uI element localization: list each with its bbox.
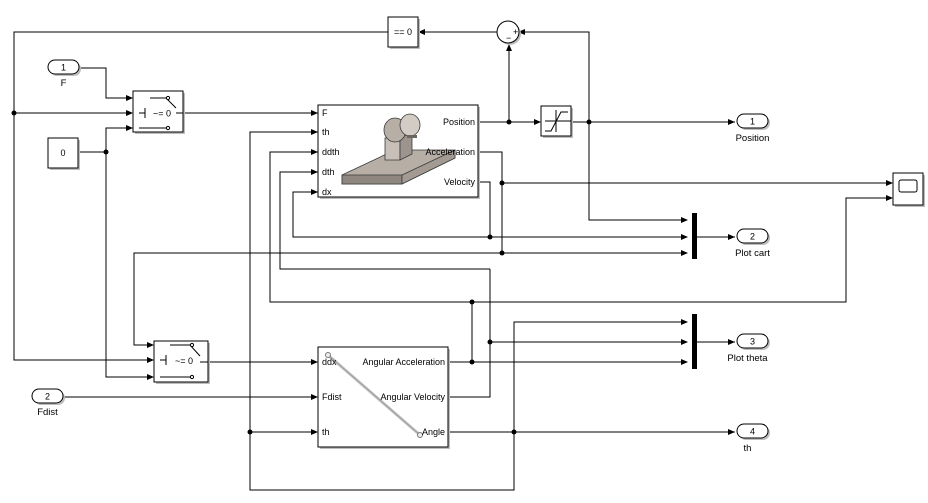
- arrowheads: [126, 29, 893, 435]
- pendulum-out-angle: Angle: [422, 427, 445, 437]
- switch-2-condition: ~= 0: [175, 356, 193, 366]
- inport-F[interactable]: 1 F: [47, 59, 81, 89]
- mux-theta[interactable]: [692, 314, 697, 369]
- inport-Fdist-number: 2: [45, 392, 50, 402]
- cart-out-acceleration: Acceleration: [425, 147, 475, 157]
- sum-minus-sign: −: [506, 33, 511, 43]
- cart-out-velocity: Velocity: [444, 177, 476, 187]
- branch-points: [11, 110, 592, 435]
- cart-out-position: Position: [443, 117, 475, 127]
- outport-position[interactable]: 1 Position: [736, 113, 770, 144]
- constant-value: 0: [60, 148, 65, 158]
- signal-lines: [13, 31, 888, 491]
- constant-block[interactable]: 0: [47, 137, 80, 170]
- switch-1-condition: ~= 0: [153, 109, 171, 119]
- pendulum-in-fdist: Fdist: [322, 392, 342, 402]
- inport-Fdist[interactable]: 2 Fdist: [31, 388, 65, 418]
- pendulum-in-th: th: [322, 427, 330, 437]
- scope-screen-icon: [898, 179, 918, 193]
- inport-F-label: F: [61, 78, 67, 89]
- cart-in-ddth: ddth: [322, 147, 340, 157]
- outport-plot-cart[interactable]: 2 Plot cart: [735, 228, 770, 259]
- saturation-block[interactable]: [540, 105, 573, 138]
- cart-in-dx: dx: [322, 187, 332, 197]
- switch-2-threshold-icon: [160, 355, 167, 365]
- cart-in-dth: dth: [322, 167, 335, 177]
- outport-th-number: 4: [750, 427, 755, 437]
- outport-plot-theta[interactable]: 3 Plot theta: [727, 333, 770, 364]
- pendulum-out-angular-acceleration: Angular Acceleration: [362, 357, 445, 367]
- switch-1-threshold-icon: [139, 108, 146, 118]
- pendulum-rod-icon: [325, 352, 423, 438]
- mux-cart[interactable]: [692, 213, 697, 259]
- scope-block[interactable]: [892, 172, 925, 207]
- switch-2[interactable]: ~= 0: [153, 340, 210, 384]
- outport-plot-cart-label: Plot cart: [735, 248, 770, 259]
- sum-plus-sign: +: [513, 27, 518, 37]
- inport-Fdist-label: Fdist: [37, 407, 58, 418]
- outport-position-label: Position: [736, 133, 770, 144]
- inport-F-number: 1: [61, 63, 66, 73]
- compare-label: == 0: [394, 27, 412, 37]
- cart-in-F: F: [322, 108, 328, 118]
- pendulum-in-ddx: ddx: [322, 357, 337, 367]
- pendulum-out-angular-velocity: Angular Velocity: [380, 392, 445, 402]
- cart-image-icon: [341, 113, 456, 185]
- compare-to-zero-block[interactable]: == 0: [387, 16, 420, 49]
- outport-plot-theta-label: Plot theta: [727, 353, 768, 364]
- saturation-icon: [545, 111, 568, 132]
- switch-1[interactable]: ~= 0: [132, 90, 185, 134]
- outport-plot-cart-number: 2: [750, 232, 755, 242]
- outport-plot-theta-number: 3: [750, 337, 755, 347]
- outport-th-label: th: [744, 443, 752, 454]
- pendulum-subsystem[interactable]: ddx Fdist th Angular Acceleration Angula…: [317, 346, 450, 449]
- sum-block[interactable]: + −: [496, 20, 521, 45]
- outport-position-number: 1: [750, 117, 755, 127]
- cart-subsystem[interactable]: F th ddth dth dx Position Acceleration V…: [317, 104, 480, 199]
- outport-th[interactable]: 4 th: [736, 423, 770, 454]
- cart-in-th: th: [322, 127, 330, 137]
